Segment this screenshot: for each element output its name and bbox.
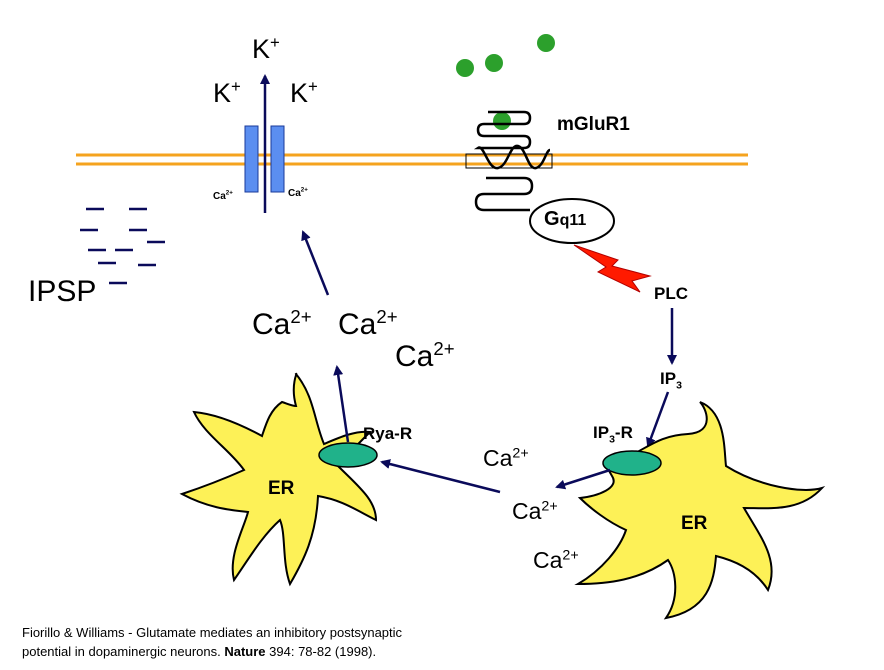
- gq11-label: Gq11: [544, 208, 587, 230]
- channel-ca-left: Ca2+: [213, 189, 233, 202]
- mglur1-label: mGluR1: [557, 114, 630, 135]
- ip3-label: IP3: [660, 369, 682, 392]
- citation-line-1: Fiorillo & Williams - Glutamate mediates…: [22, 625, 403, 640]
- k-ion-label-left: K+: [213, 77, 241, 108]
- mglur1-receptor: [473, 110, 551, 212]
- ryar-label: Rya-R: [363, 424, 413, 443]
- channel-ca-right: Ca2+: [288, 186, 308, 199]
- potassium-channel: [244, 125, 285, 193]
- glutamate-molecules: [456, 34, 555, 130]
- ca-cytosol-1: Ca2+: [252, 306, 312, 341]
- receptor-box: [465, 153, 553, 169]
- ip3-to-receptor-arrow: [646, 391, 670, 448]
- lightning-icon: [573, 244, 652, 293]
- ipsp-label: IPSP: [28, 275, 97, 308]
- er-left: [179, 372, 378, 587]
- k-ion-label-right: K+: [290, 77, 318, 108]
- citation-line-2: potential in dopaminergic neurons. Natur…: [22, 644, 377, 659]
- ca-cytosol-3: Ca2+: [395, 338, 455, 373]
- citation: Fiorillo & Williams - Glutamate mediates…: [22, 623, 402, 661]
- ca-released-2: Ca2+: [512, 498, 558, 524]
- ipsp-dashes: [80, 207, 165, 285]
- ca-cytosol-2: Ca2+: [338, 306, 398, 341]
- k-ion-label-top: K+: [252, 33, 280, 64]
- ca-release-arrow: [555, 468, 611, 490]
- ca-to-channel-arrow: [301, 230, 330, 296]
- ip3r-label: IP3-R: [593, 423, 633, 446]
- ryar-release-arrow: [333, 365, 350, 443]
- ip3-receptor: [602, 450, 662, 476]
- ca-to-ryar-arrow: [380, 459, 501, 494]
- er-right-label: ER: [681, 513, 708, 534]
- ca-released-3: Ca2+: [533, 547, 579, 573]
- cell-membrane: [76, 153, 748, 166]
- ryanodine-receptor: [318, 442, 378, 468]
- plc-label: PLC: [654, 284, 688, 303]
- ca-released-1: Ca2+: [483, 445, 529, 471]
- er-left-label: ER: [268, 478, 295, 499]
- gq11-protein: [529, 198, 615, 244]
